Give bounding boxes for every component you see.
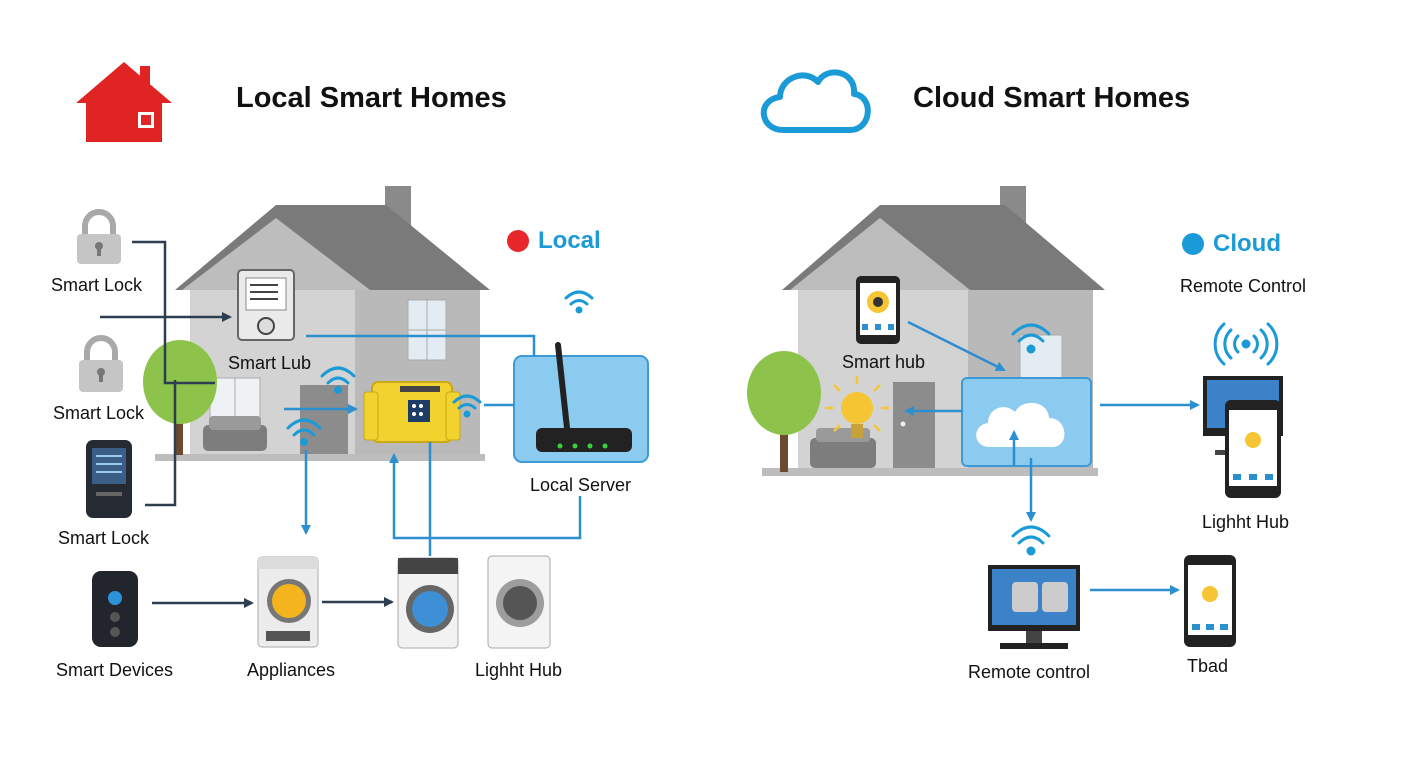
house-icon — [76, 62, 172, 142]
wifi-icon — [1011, 525, 1051, 556]
cloud-hub-icon — [961, 377, 1092, 467]
tablet-icon — [1184, 555, 1236, 647]
label-light-hub-local: Lighht Hub — [475, 660, 563, 680]
tablet-icon — [1225, 400, 1281, 498]
smart-hub-yellow-icon — [363, 381, 461, 443]
padlock-icon — [79, 335, 123, 392]
dryer-icon — [487, 555, 551, 649]
router-icon — [513, 342, 649, 463]
monitor-icon — [988, 565, 1080, 649]
wifi-icon — [286, 418, 322, 446]
label-local-server: Local Server — [530, 475, 632, 495]
cloud-icon — [760, 69, 871, 133]
cloud-legend-label: Cloud — [1213, 230, 1281, 257]
doorbell-icon — [92, 571, 138, 647]
wifi-icon — [452, 394, 482, 418]
label-light-hub-cloud: Lighht Hub — [1202, 512, 1290, 532]
smart-hub-device-icon — [237, 269, 295, 341]
local-legend-label: Local — [538, 227, 601, 254]
label-smart-lock-3: Smart Lock — [58, 528, 150, 548]
local-legend-dot — [507, 230, 529, 252]
label-smart-hub: Smart Lub — [228, 353, 312, 373]
local-title: Local Smart Homes — [236, 82, 507, 114]
wifi-icon — [1011, 323, 1051, 354]
label-tablet: Tbad — [1187, 656, 1229, 676]
washer-icon — [397, 557, 459, 649]
padlock-icon — [77, 209, 121, 264]
wifi-icon — [320, 366, 356, 394]
label-smart-lock-2: Smart Lock — [53, 403, 145, 423]
wifi-broadcast-icon — [1213, 322, 1279, 366]
bulb-icon — [825, 376, 889, 438]
label-smart-lock-1: Smart Lock — [51, 275, 143, 295]
sofa-icon — [810, 428, 876, 468]
connector-lines-local — [100, 240, 582, 608]
cloud-legend-dot — [1182, 233, 1204, 255]
label-remote-control-bottom: Remote control — [968, 662, 1091, 682]
label-smart-devices: Smart Devices — [56, 660, 174, 680]
label-smart-hub-cloud: Smart hub — [842, 352, 926, 372]
sofa-icon — [203, 416, 267, 451]
tree-icon — [747, 351, 821, 472]
keypad-lock-icon — [86, 440, 132, 518]
connector-lines-cloud — [904, 320, 1200, 595]
washer-icon — [257, 556, 319, 648]
label-appliances: Appliances — [247, 660, 336, 680]
tablet-icon — [856, 276, 900, 344]
wifi-icon — [564, 290, 594, 314]
cloud-title: Cloud Smart Homes — [913, 82, 1191, 114]
label-remote-control-top: Remote Control — [1180, 276, 1307, 296]
